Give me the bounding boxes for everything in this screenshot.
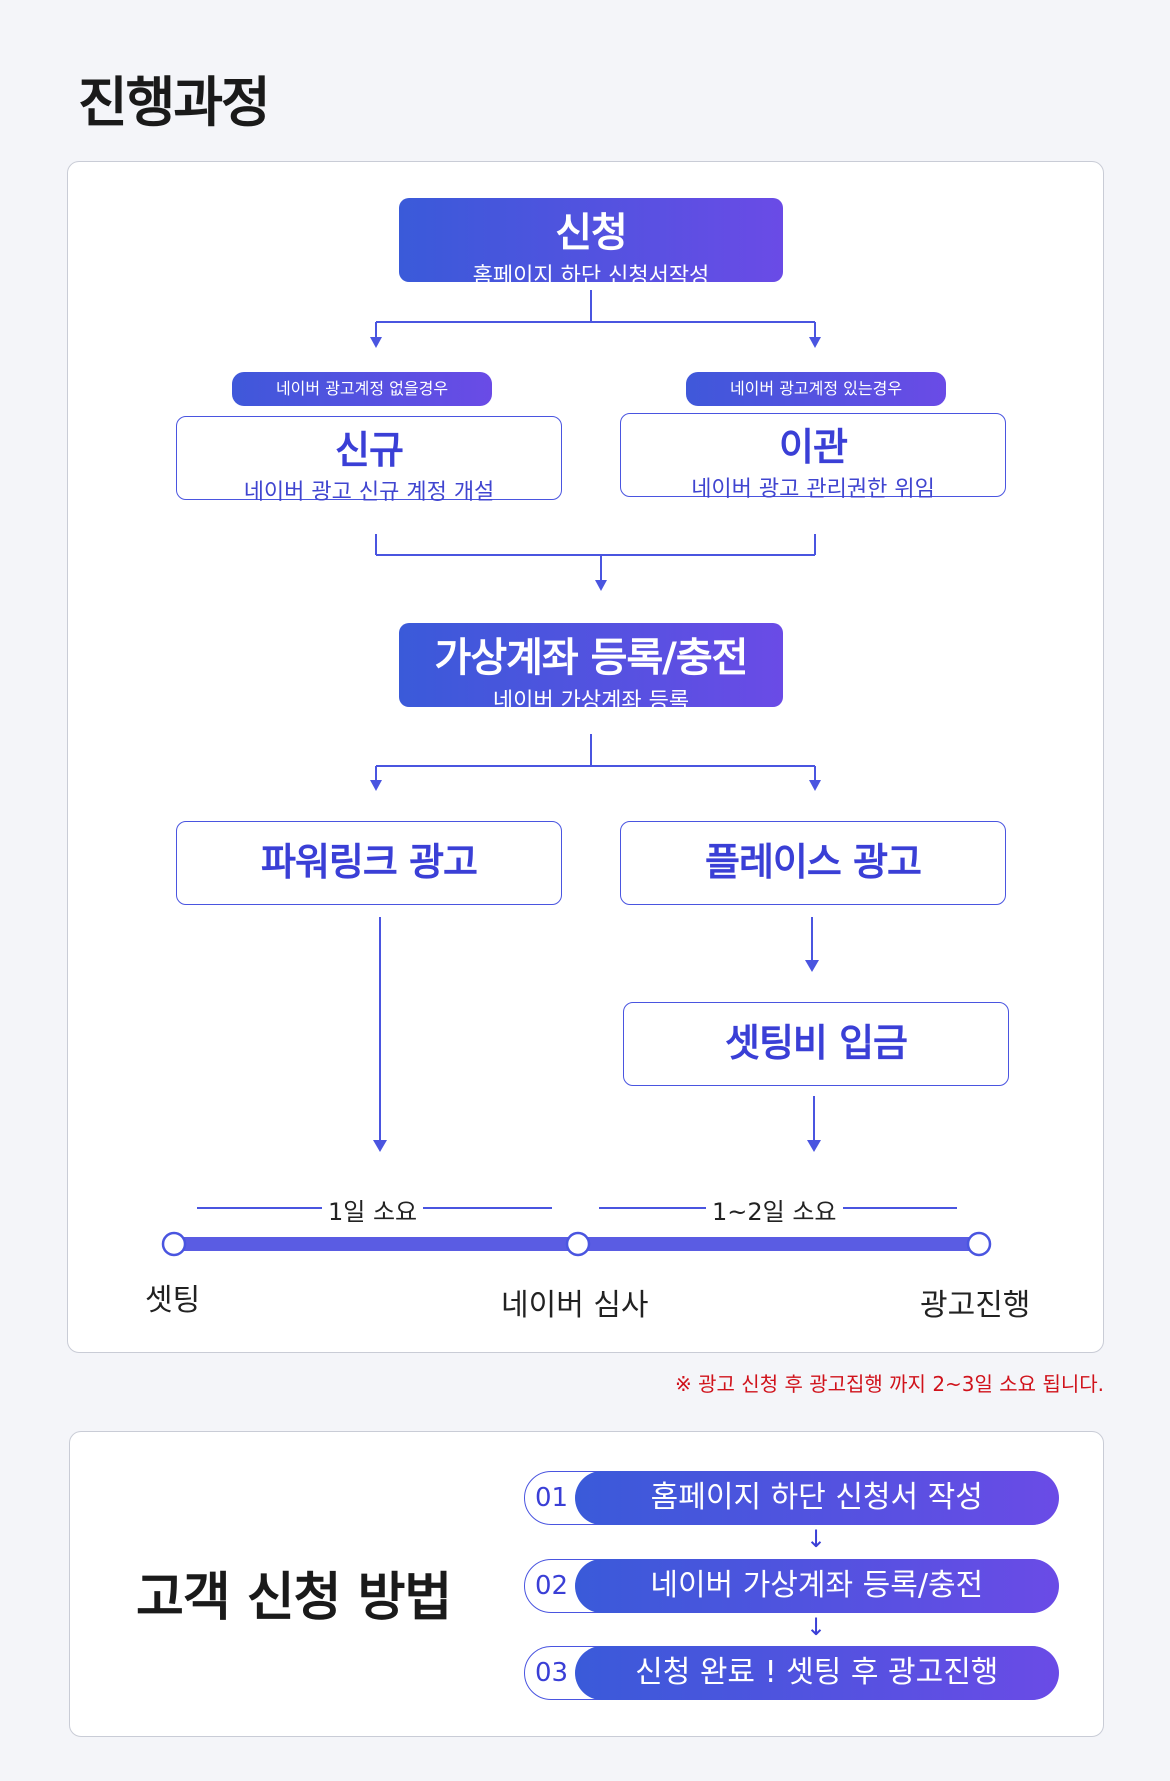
powerlink-box: 파워링크 광고 [176, 821, 562, 905]
notice-text: ※ 광고 신청 후 광고집행 까지 2~3일 소요 됩니다. [675, 1372, 1104, 1396]
step-number: 02 [535, 1571, 569, 1601]
method-step-1: 01 홈페이지 하단 신청서 작성 [524, 1470, 1059, 1525]
has-account-pill: 네이버 광고계정 있는경우 [686, 372, 946, 406]
apply-subtitle: 홈페이지 하단 신청서작성 [472, 264, 710, 289]
timeline-node-1 [161, 1231, 187, 1257]
step-label: 홈페이지 하단 신청서 작성 [575, 1470, 1059, 1525]
virtual-account-title: 가상계좌 등록/충전 [434, 635, 749, 681]
step-number: 03 [535, 1658, 569, 1688]
apply-box: 신청 홈페이지 하단 신청서작성 [399, 198, 783, 289]
powerlink-title: 파워링크 광고 [261, 840, 478, 884]
timeline-duration-1: 1일 소요 [322, 1192, 424, 1227]
transfer-title: 이관 [779, 425, 848, 469]
virtual-account-box: 가상계좌 등록/충전 네이버 가상계좌 등록 [399, 623, 783, 714]
no-account-pill: 네이버 광고계정 없을경우 [232, 372, 492, 406]
down-arrow-icon: ↓ [806, 1525, 827, 1553]
method-step-3: 03 신청 완료 ! 셋팅 후 광고진행 [524, 1645, 1059, 1700]
stage-setting: 셋팅 [145, 1283, 201, 1318]
timeline-duration-2: 1~2일 소요 [706, 1192, 843, 1227]
new-account-box: 신규 네이버 광고 신규 계정 개설 [176, 416, 562, 505]
method-step-2: 02 네이버 가상계좌 등록/충전 [524, 1558, 1059, 1613]
step-number: 01 [535, 1483, 569, 1513]
apply-title: 신청 [555, 210, 628, 256]
down-arrow-icon: ↓ [806, 1613, 827, 1641]
transfer-subtitle: 네이버 광고 관리권한 위임 [691, 477, 935, 502]
setting-fee-title: 셋팅비 입금 [724, 1021, 908, 1065]
method-title: 고객 신청 방법 [136, 1568, 452, 1628]
process-panel [67, 161, 1104, 1353]
timeline-node-3 [966, 1231, 992, 1257]
page-title: 진행과정 [78, 71, 271, 134]
stage-ad-running: 광고진행 [920, 1288, 1031, 1323]
virtual-account-subtitle: 네이버 가상계좌 등록 [492, 689, 690, 714]
timeline-node-2 [565, 1231, 591, 1257]
place-title: 플레이스 광고 [705, 840, 922, 884]
setting-fee-box: 셋팅비 입금 [623, 1002, 1009, 1086]
stage-naver-review: 네이버 심사 [501, 1288, 649, 1323]
place-box: 플레이스 광고 [620, 821, 1006, 905]
new-account-title: 신규 [335, 428, 404, 472]
transfer-box: 이관 네이버 광고 관리권한 위임 [620, 413, 1006, 502]
step-label: 신청 완료 ! 셋팅 후 광고진행 [575, 1645, 1059, 1700]
step-label: 네이버 가상계좌 등록/충전 [575, 1558, 1059, 1613]
new-account-subtitle: 네이버 광고 신규 계정 개설 [243, 480, 495, 505]
